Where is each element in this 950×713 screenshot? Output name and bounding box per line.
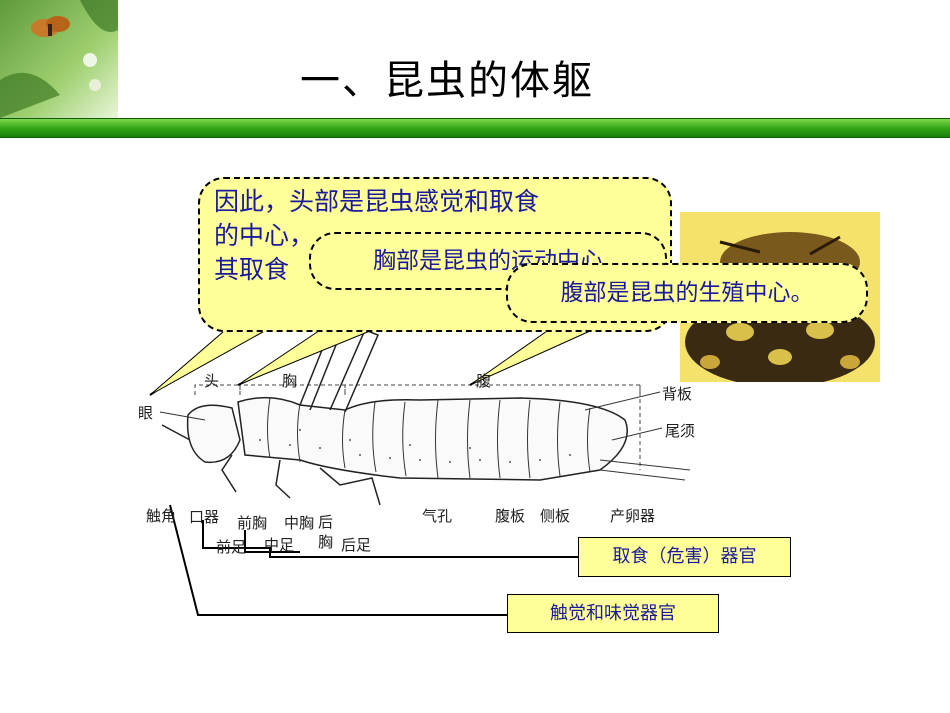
sensory-organ-box: 触觉和味觉器官 (507, 594, 719, 633)
label-ovipositor: 产卵器 (610, 507, 656, 525)
label-metathorax: 后胸 (318, 513, 334, 551)
label-antenna: 触角 (146, 507, 177, 525)
callout-abdomen: 腹部是昆虫的生殖中心。 (506, 263, 868, 323)
title-bar-divider (0, 118, 950, 138)
callout-thorax: 胸部是昆虫的运动中心 (309, 232, 667, 290)
label-spiracle: 气孔 (422, 507, 453, 525)
corner-butterfly-photo (0, 0, 118, 118)
label-midleg: 中足 (264, 536, 295, 554)
label-head: 头 (204, 372, 220, 390)
label-hindleg: 后足 (341, 536, 372, 554)
label-mouthparts: 口器 (189, 508, 220, 526)
butterfly-icon (0, 0, 118, 118)
callout-head-line-2: 的中心， (214, 221, 315, 250)
label-sternite: 腹板 (495, 507, 526, 525)
feeding-organ-box: 取食（危害）器官 (578, 537, 791, 577)
label-cercus: 尾须 (665, 422, 696, 440)
label-eye: 眼 (138, 404, 154, 422)
label-abdomen: 腹 (476, 372, 492, 390)
page-title: 一、昆虫的体躯 (300, 58, 594, 104)
label-prothorax: 前胸 (237, 514, 268, 532)
label-thorax: 胸 (282, 372, 298, 390)
callout-head-line-3: 其取食 (214, 255, 290, 284)
label-tergite: 背板 (662, 385, 693, 403)
callout-head-line-1: 因此，头部是昆虫感觉和取食 (214, 187, 540, 216)
label-mesothorax: 中胸 (284, 514, 315, 532)
label-foreleg: 前足 (216, 538, 247, 556)
label-pleurite: 侧板 (540, 507, 571, 525)
